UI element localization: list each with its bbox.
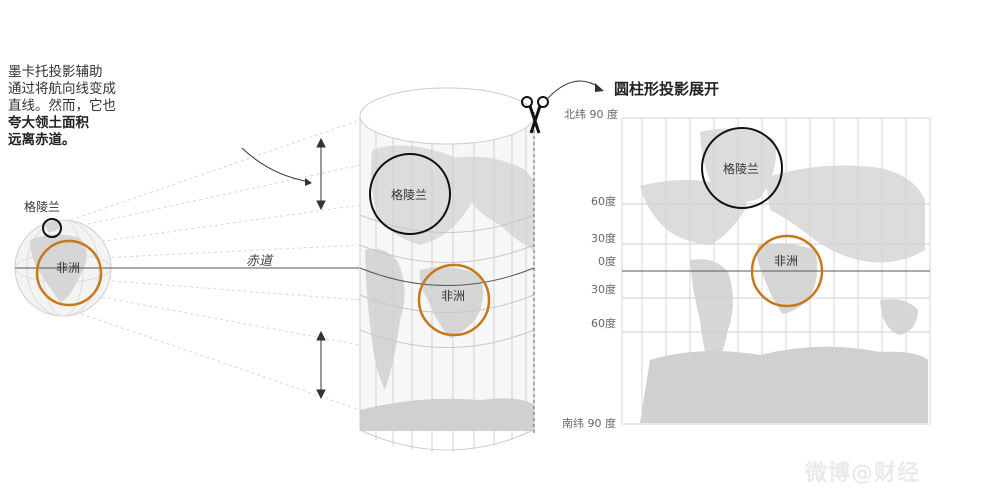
- lat-n60: 60度: [591, 195, 616, 208]
- globe-africa-circle: [35, 239, 103, 307]
- note-line-2: 通过将航向线变成: [8, 81, 116, 97]
- note-line-3: 直线。然而，它也: [8, 98, 116, 114]
- watermark: 微博@财经: [805, 461, 921, 486]
- stretch-arrow-top: [316, 137, 326, 211]
- flat-greenland-label: 格陵兰: [723, 162, 760, 176]
- lat-n30: 30度: [591, 232, 616, 245]
- cylinder: [359, 87, 535, 452]
- note-line-1: 墨卡托投影辅助: [8, 64, 103, 80]
- flat-africa-circle: [750, 234, 824, 308]
- globe-greenland-label: 格陵兰: [24, 200, 61, 214]
- scissors-icon: [521, 96, 549, 134]
- cylinder-africa-label: 非洲: [441, 289, 466, 303]
- cylinder-greenland-circle: [369, 153, 451, 235]
- note-line-4: 夸大领土面积: [8, 115, 89, 131]
- globe-greenland-circle: [42, 218, 62, 238]
- lat-south-90: 南纬 90 度: [562, 417, 616, 430]
- projection-lines: [64, 119, 361, 411]
- unwrap-arrow: [547, 80, 601, 99]
- explanation-note: 墨卡托投影辅助 通过将航向线变成 直线。然而，它也 夸大领土面积 远离赤道。: [8, 64, 148, 149]
- lat-zero: 0度: [598, 255, 616, 268]
- diagram-title: 圆柱形投影展开: [614, 80, 720, 98]
- cylinder-greenland-label: 格陵兰: [391, 188, 428, 202]
- equator-label: 赤道: [246, 254, 273, 269]
- stretch-arrow-bottom: [316, 330, 326, 400]
- globe-africa-label: 非洲: [56, 261, 81, 275]
- note-arrow: [241, 147, 311, 183]
- cylinder-africa-circle: [417, 263, 491, 337]
- lat-north-90: 北纬 90 度: [564, 108, 618, 121]
- flat-africa-label: 非洲: [774, 254, 799, 268]
- note-line-5: 远离赤道。: [8, 132, 76, 148]
- lat-s30: 30度: [591, 283, 616, 296]
- flat-greenland-circle: [701, 127, 783, 209]
- lat-s60: 60度: [591, 317, 616, 330]
- flat-map: [621, 117, 931, 425]
